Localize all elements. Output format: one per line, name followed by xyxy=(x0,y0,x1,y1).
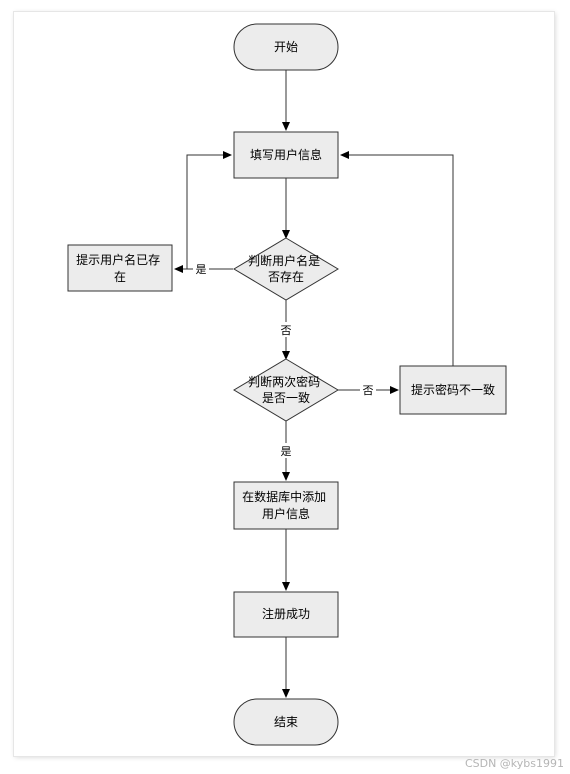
check-pwd-decision xyxy=(233,358,339,422)
name-exists-label-line2: 在 xyxy=(114,270,126,284)
edge-label-pwd-no: 否 xyxy=(363,384,374,397)
check-pwd-label-line2: 是否一致 xyxy=(262,391,310,405)
check-name-decision xyxy=(233,237,339,301)
fill-info-process xyxy=(233,131,339,179)
add-db-process xyxy=(233,481,339,530)
start-terminal xyxy=(233,23,339,71)
edge-label-name-no: 否 xyxy=(281,324,292,337)
edge-exists-back-to-fill xyxy=(186,151,232,269)
start-label: 开始 xyxy=(274,40,298,54)
check-name-label-line2: 否存在 xyxy=(268,270,304,284)
register-ok-label: 注册成功 xyxy=(262,606,310,621)
check-name-label: 判断用户名是 否存在 xyxy=(248,253,324,284)
end-label: 结束 xyxy=(274,715,298,729)
name-exists-label-line1: 提示用户名已存 xyxy=(76,252,160,267)
pwd-mismatch-process xyxy=(399,365,507,415)
pwd-mismatch-label: 提示密码不一致 xyxy=(411,382,495,397)
watermark: CSDN @kybs1991 xyxy=(464,757,564,770)
add-db-label: 在数据库中添加 用户信息 xyxy=(242,489,330,521)
edge-label-pwd-yes: 是 xyxy=(281,445,292,458)
add-db-label-line2: 用户信息 xyxy=(262,506,310,521)
fill-info-label: 填写用户信息 xyxy=(250,147,322,162)
edge-label-name-yes: 是 xyxy=(196,263,207,276)
end-terminal xyxy=(233,698,339,746)
check-pwd-label-line1: 判断两次密码 xyxy=(248,374,320,389)
edge-mismatch-back-to-fill xyxy=(340,151,454,366)
check-name-label-line1: 判断用户名是 xyxy=(248,253,320,268)
check-pwd-label: 判断两次密码 是否一致 xyxy=(248,374,324,405)
register-ok-process xyxy=(233,591,339,638)
name-exists-process xyxy=(67,244,173,292)
add-db-label-line1: 在数据库中添加 xyxy=(242,489,326,504)
name-exists-label: 提示用户名已存 在 xyxy=(76,252,164,284)
